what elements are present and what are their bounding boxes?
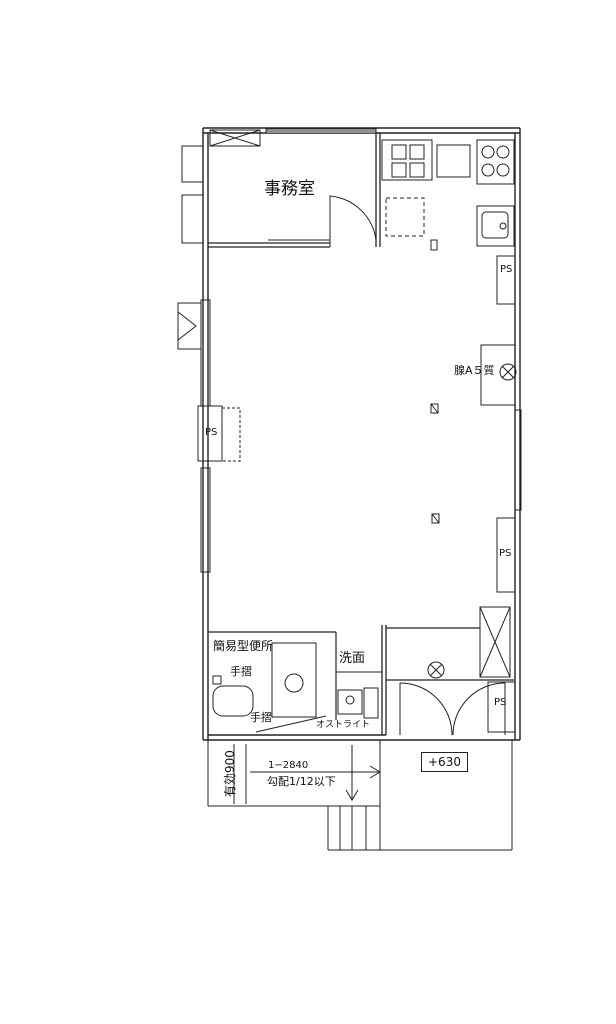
light-fixture-icon — [430, 403, 440, 524]
room-label-washroom: 洗面 — [339, 651, 366, 666]
pipe-space-label: PS — [494, 697, 507, 708]
exhaust-fan-icon — [499, 363, 517, 381]
door-swing-icon — [329, 195, 377, 247]
top-window — [209, 128, 377, 147]
ramp — [207, 715, 513, 851]
room-label-office: 事務室 — [264, 179, 315, 199]
right-ps — [479, 255, 522, 678]
ceiling-note: 腺A５質 — [454, 364, 495, 377]
handrail-label-2: 手摺 — [250, 711, 272, 724]
sink-icon — [476, 205, 515, 247]
ramp-slope: 勾配1/12以下 — [267, 775, 336, 788]
left-windows — [177, 299, 241, 573]
handrail-label: 手摺 — [230, 665, 252, 678]
storage-room — [386, 627, 516, 736]
room-label-toilet: 簡易型便所 — [213, 639, 274, 653]
pipe-space-label: PS — [499, 548, 512, 559]
stove-icon — [476, 139, 515, 185]
pipe-space-label: PS — [500, 264, 513, 275]
ramp-length: 1−2840 — [268, 760, 309, 771]
kitchen — [381, 139, 515, 251]
toilet-room — [208, 631, 337, 720]
office-room — [181, 133, 381, 248]
pipe-space-label: PS — [205, 427, 218, 438]
wash-room — [336, 625, 387, 735]
ost-light-label: オストライト — [316, 720, 371, 730]
wheelchair-icon — [271, 642, 317, 718]
table-icon — [381, 139, 433, 181]
level-mark: +630 — [421, 752, 468, 772]
toilet-icon — [212, 685, 254, 717]
ramp-effective-width: 有効900 — [223, 750, 237, 797]
